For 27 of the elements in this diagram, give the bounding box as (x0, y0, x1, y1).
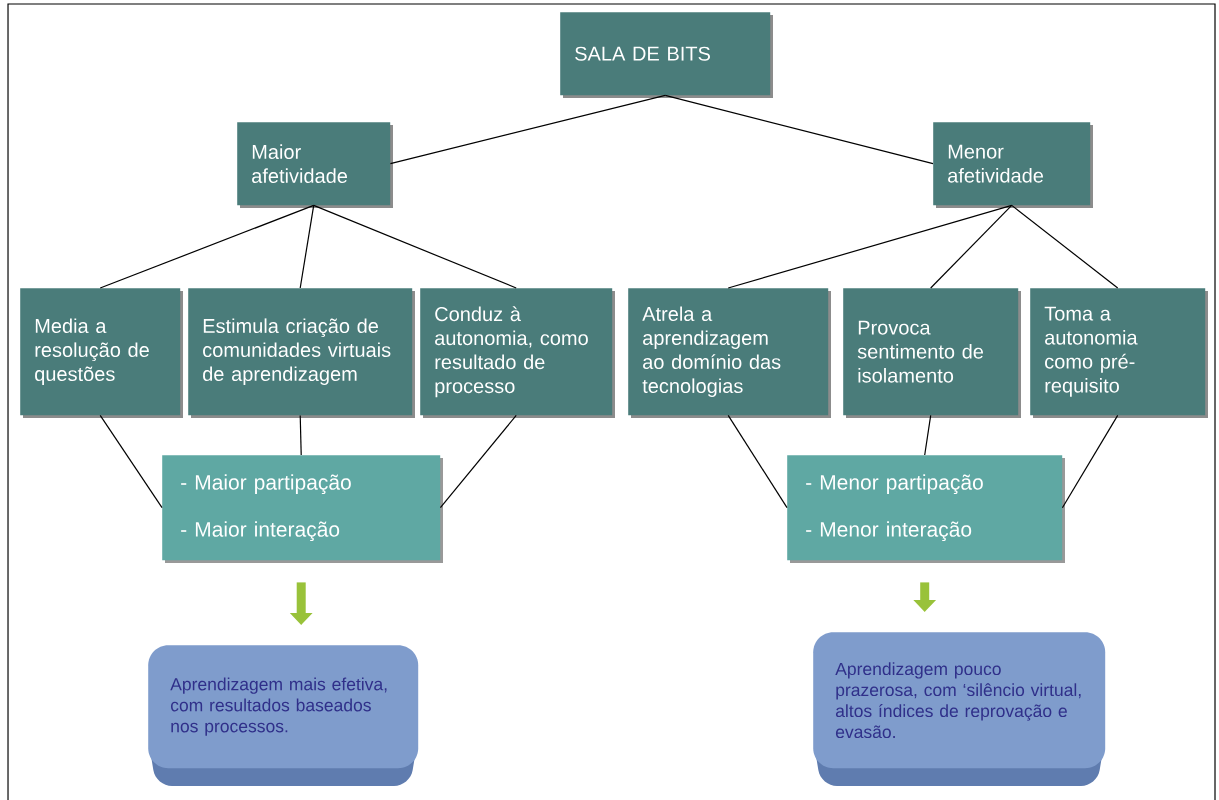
connector-line (930, 204, 1013, 289)
topic-box: Conduz à autonomia, como resultado de processo (420, 288, 615, 418)
summary-box: - Maior partipação - Maior interação (162, 455, 443, 563)
connector-line (99, 414, 163, 509)
connector-line (727, 204, 1013, 289)
topic-box: Estimula criação de comunidades virtuais de aprendizagem (188, 288, 415, 418)
topic-box: Menor afetividade (933, 122, 1093, 208)
title-box: SALA DE BITS (560, 12, 773, 98)
outcome-box: Aprendizagem mais efetiva, com resultados baseados nos processos. (148, 645, 419, 786)
topic-box: Maior afetividade (237, 122, 393, 208)
connector-line (99, 204, 315, 289)
connector-line (924, 414, 932, 456)
topic-box: Media a resolução de questões (20, 288, 183, 418)
connector-line (299, 414, 302, 456)
connector-line (299, 204, 315, 289)
connector-line (389, 94, 666, 165)
connector-line (313, 204, 517, 289)
connector-line (664, 94, 934, 165)
summary-box: - Menor partipação - Menor interação (787, 455, 1065, 563)
connector-line (439, 414, 517, 509)
connector-line (1011, 204, 1119, 289)
outcome-box: Aprendizagem pouco prazerosa, com ‘silêncio virtual, altos índices de reprovação e evasão. (813, 632, 1106, 786)
topic-box: Toma a autonomia como pré-requisito (1030, 288, 1208, 418)
connector-line (1061, 414, 1119, 509)
connector-line (727, 414, 788, 509)
topic-box: Atrela a aprendizagem ao domínio das tecnologias (628, 288, 831, 418)
topic-box: Provoca sentimento de isolamento (843, 288, 1021, 418)
